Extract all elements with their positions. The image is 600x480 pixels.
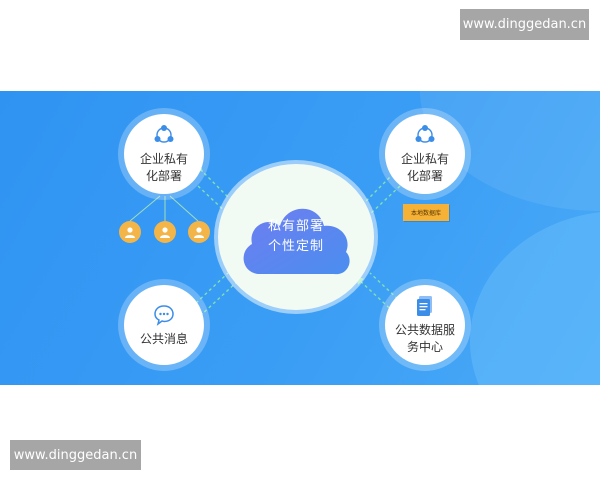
connector-top-right-2	[367, 185, 401, 217]
cloud-icon	[243, 208, 350, 275]
node-label-line1: 企业私有	[139, 152, 188, 166]
message-bubble-icon	[154, 304, 174, 326]
user-icon	[154, 221, 176, 243]
node-label: 公共消息	[139, 331, 188, 346]
local-database-badge: 本地数据库	[403, 204, 449, 221]
center-node: 私有部署 个性定制	[218, 164, 374, 310]
share-network-icon	[154, 125, 174, 143]
node-public-messages: 公共消息	[124, 285, 204, 365]
node-enterprise-private-left: 企业私有 化部署	[124, 114, 204, 194]
center-label-line2: 个性定制	[267, 238, 324, 253]
connector-bottom-left-2	[195, 272, 229, 304]
node-label: 企业私有 化部署	[132, 151, 196, 185]
user-link-3	[169, 195, 199, 222]
user-icon	[188, 221, 210, 243]
center-label: 私有部署 个性定制	[218, 216, 374, 256]
watermark-bottom: www.dinggedan.cn	[10, 440, 141, 470]
node-label-line1: 企业私有	[400, 152, 449, 166]
node-label-line2: 化部署	[145, 169, 182, 183]
node-label-line1: 公共数据服	[394, 323, 455, 337]
connector-bottom-left-1	[194, 276, 244, 322]
share-network-icon	[415, 125, 435, 143]
node-label-line2: 务中心	[406, 340, 443, 354]
user-icon	[119, 221, 141, 243]
user-link-1	[129, 195, 161, 222]
center-label-line1: 私有部署	[267, 218, 324, 233]
watermark-top: www.dinggedan.cn	[460, 9, 589, 40]
architecture-banner: 私有部署 个性定制 企业私有 化部署 企业私有 化部署	[0, 91, 600, 385]
node-label: 公共数据服 务中心	[393, 322, 457, 356]
node-label-line2: 化部署	[406, 169, 443, 183]
node-public-data-service: 公共数据服 务中心	[385, 285, 465, 365]
node-label: 企业私有 化部署	[393, 151, 457, 185]
document-stack-icon	[417, 296, 432, 316]
node-enterprise-private-right: 企业私有 化部署	[385, 114, 465, 194]
